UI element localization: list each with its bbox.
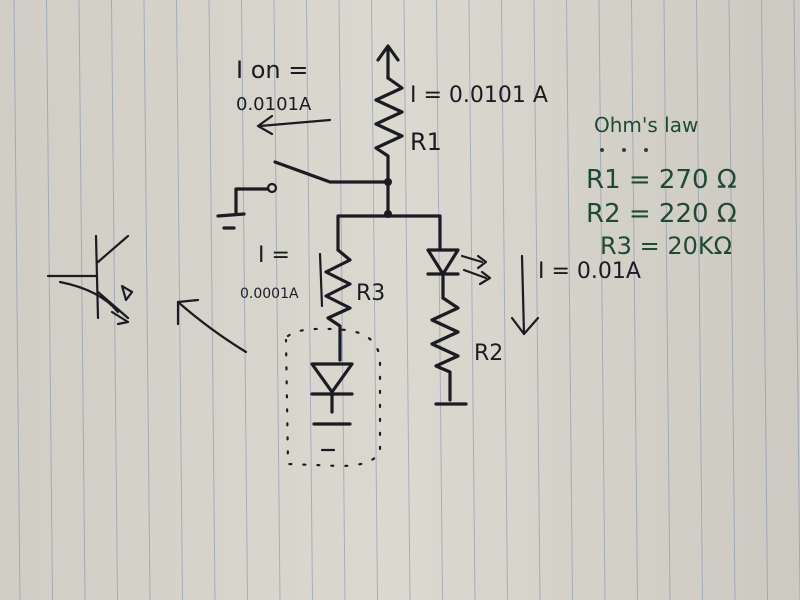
rule-line [696, 0, 703, 600]
label-current-r1: I = 0.0101 A [410, 83, 548, 108]
label-current-r3-value: 0.0001A [240, 286, 299, 302]
label-current-led: I = 0.01A [538, 259, 641, 284]
ohms-law-r3: R3 = 20KΩ [600, 232, 732, 260]
supply-arrow-icon [376, 44, 400, 80]
label-ion: I on = [236, 56, 308, 84]
rule-line [208, 0, 216, 600]
ohms-law-r1: R1 = 270 Ω [586, 165, 737, 195]
label-r2: R2 [474, 341, 503, 366]
label-r1: R1 [410, 128, 442, 156]
rule-line [241, 0, 248, 600]
current-arrow-ion-icon [256, 114, 332, 136]
rule-line [631, 0, 638, 600]
therefore-dots [600, 148, 648, 152]
transistor-icon [46, 234, 134, 326]
rule-line [436, 0, 443, 600]
label-current-r3: I = [258, 243, 290, 268]
label-ion-value: 0.0101A [236, 94, 312, 115]
label-r3: R3 [356, 281, 385, 306]
rule-line [533, 0, 541, 600]
rule-line [176, 0, 183, 600]
rule-line [78, 0, 86, 600]
rule-line [566, 0, 573, 600]
switch-symbol [216, 160, 390, 230]
rule-line [306, 0, 313, 600]
ohms-law-title: Ohm's law [594, 113, 698, 137]
current-arrow-r3-icon [318, 252, 324, 308]
rule-line [761, 0, 768, 600]
rule-line [338, 0, 346, 600]
rule-line [371, 0, 378, 600]
rule-line [111, 0, 118, 600]
rule-line [793, 0, 800, 600]
notebook-rule-lines [13, 0, 800, 600]
led-symbol [426, 248, 492, 286]
rule-line [598, 0, 606, 600]
rule-line [501, 0, 508, 600]
photodiode-symbol [310, 362, 354, 452]
branch-wire [336, 214, 442, 252]
resistor-r2-symbol [430, 296, 460, 402]
current-arrow-led-icon [510, 254, 540, 336]
rule-line [13, 0, 21, 600]
resistor-r3-symbol [324, 248, 352, 362]
rule-line [468, 0, 476, 600]
resistor-r1-symbol [374, 76, 404, 184]
pointer-arrow-icon [176, 298, 248, 354]
rule-line [143, 0, 151, 600]
ohms-law-r2: R2 = 220 Ω [586, 199, 737, 229]
rule-line [728, 0, 736, 600]
rule-line [663, 0, 671, 600]
rule-line [273, 0, 281, 600]
rule-line [46, 0, 53, 600]
rule-line [403, 0, 411, 600]
